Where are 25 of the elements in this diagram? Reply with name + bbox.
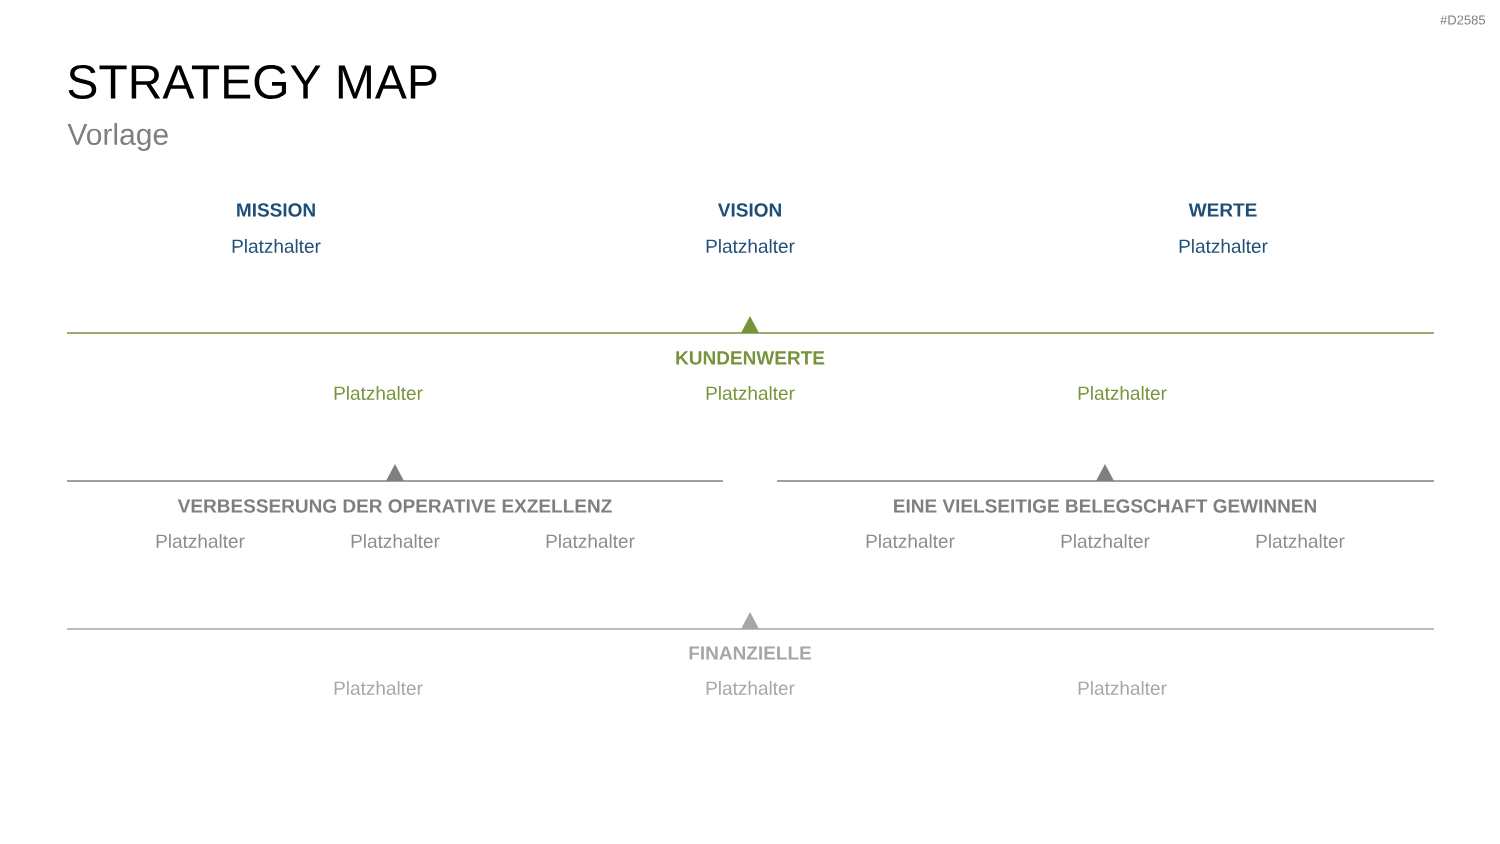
section-heading: EINE VIELSEITIGE BELEGSCHAFT GEWINNEN [894, 499, 1316, 513]
placeholder-text: Platzhalter [706, 386, 795, 400]
title: STRATEGY MAP [68, 65, 437, 99]
placeholder-text: Platzhalter [1078, 681, 1167, 695]
template-code: #D2585 [1440, 15, 1486, 25]
placeholder-text: Platzhalter [706, 239, 795, 253]
section-heading: FINANZIELLE [689, 646, 812, 660]
placeholder-text: Platzhalter [1179, 239, 1268, 253]
placeholder-text: Platzhalter [334, 681, 423, 695]
placeholder-text: Platzhalter [351, 534, 440, 548]
section-heading: WERTE [1188, 203, 1257, 217]
placeholder-text: Platzhalter [866, 534, 955, 548]
subtitle: Vorlage [67, 123, 168, 151]
placeholder-text: Platzhalter [1061, 534, 1150, 548]
section-heading: KUNDENWERTE [676, 351, 825, 365]
placeholder-text: Platzhalter [1078, 386, 1167, 400]
placeholder-text: Platzhalter [232, 239, 321, 253]
placeholder-text: Platzhalter [156, 534, 245, 548]
placeholder-text: Platzhalter [706, 681, 795, 695]
section-heading: MISSION [237, 203, 315, 217]
placeholder-text: Platzhalter [546, 534, 635, 548]
placeholder-text: Platzhalter [1256, 534, 1345, 548]
placeholder-text: Platzhalter [334, 386, 423, 400]
section-heading: VERBESSERUNG DER OPERATIVE EXZELLENZ [177, 499, 612, 513]
section-heading: VISION [717, 203, 781, 217]
